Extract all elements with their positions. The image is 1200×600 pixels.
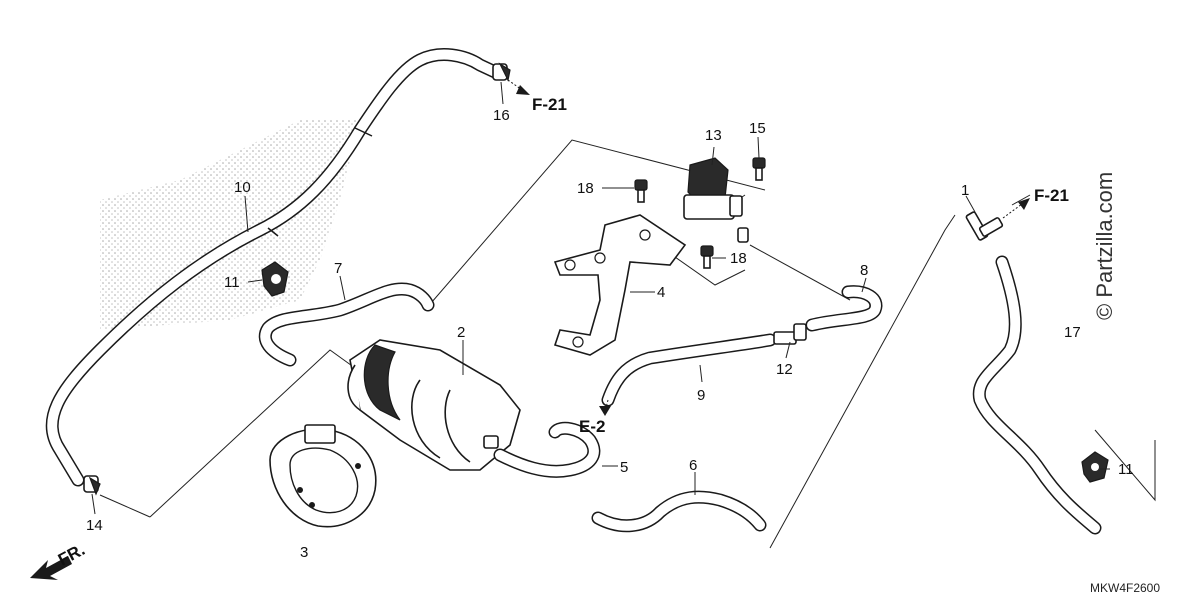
bolt-18-lower [700,245,714,269]
callout-11-left: 11 [224,274,240,291]
frame-shading [100,120,360,330]
hose-9 [601,333,777,407]
clamp-14 [83,475,101,496]
ref-e2-arrow [599,399,611,416]
callout-13: 13 [705,127,722,144]
front-direction-arrow: FR. [30,540,88,580]
ref-f21-right[interactable]: F-21 [1034,186,1069,205]
callout-10: 10 [234,179,251,196]
hose-6 [591,490,767,533]
clamp-16 [492,62,511,82]
callout-8: 8 [860,262,868,279]
callout-3: 3 [300,544,308,561]
callout-14: 14 [86,517,103,534]
ref-f21-top-arrow [507,79,530,95]
watermark: © Partzilla.com [1092,172,1117,320]
callout-leaders [91,81,1110,515]
callout-15: 15 [749,120,766,137]
canister-2 [347,339,521,471]
clip-11-right [1081,451,1109,483]
callout-18-lower: 18 [730,250,747,267]
bolt-18-upper [634,179,648,203]
ref-f21-top[interactable]: F-21 [532,95,567,114]
callout-4: 4 [657,284,665,301]
hose-17 [972,255,1102,535]
ref-f21-right-arrow [1002,198,1030,219]
bracket-4 [553,214,687,356]
callout-18-upper: 18 [577,180,594,197]
band-3 [269,424,377,528]
callout-16: 16 [493,107,510,124]
callout-6: 6 [689,457,697,474]
callout-17: 17 [1064,324,1081,341]
hose-10 [45,48,502,487]
joint-12 [773,323,807,345]
callout-5: 5 [620,459,628,476]
hose-7 [258,282,435,367]
group-leader-lines [99,139,1156,549]
ref-e2[interactable]: E-2 [579,417,605,436]
callout-1: 1 [961,182,969,199]
callout-11-right: 11 [1118,461,1134,478]
diagram-code: MKW4F2600 [1090,581,1160,595]
solenoid-valve-13 [683,157,749,243]
callout-7: 7 [334,260,342,277]
joint-1 [965,211,1004,241]
callout-2: 2 [457,324,465,341]
callout-9: 9 [697,387,705,404]
hose-5 [493,421,601,478]
hose-8 [805,285,883,332]
clip-11-left [261,261,289,297]
bolt-15 [752,157,766,181]
callout-12: 12 [776,361,793,378]
